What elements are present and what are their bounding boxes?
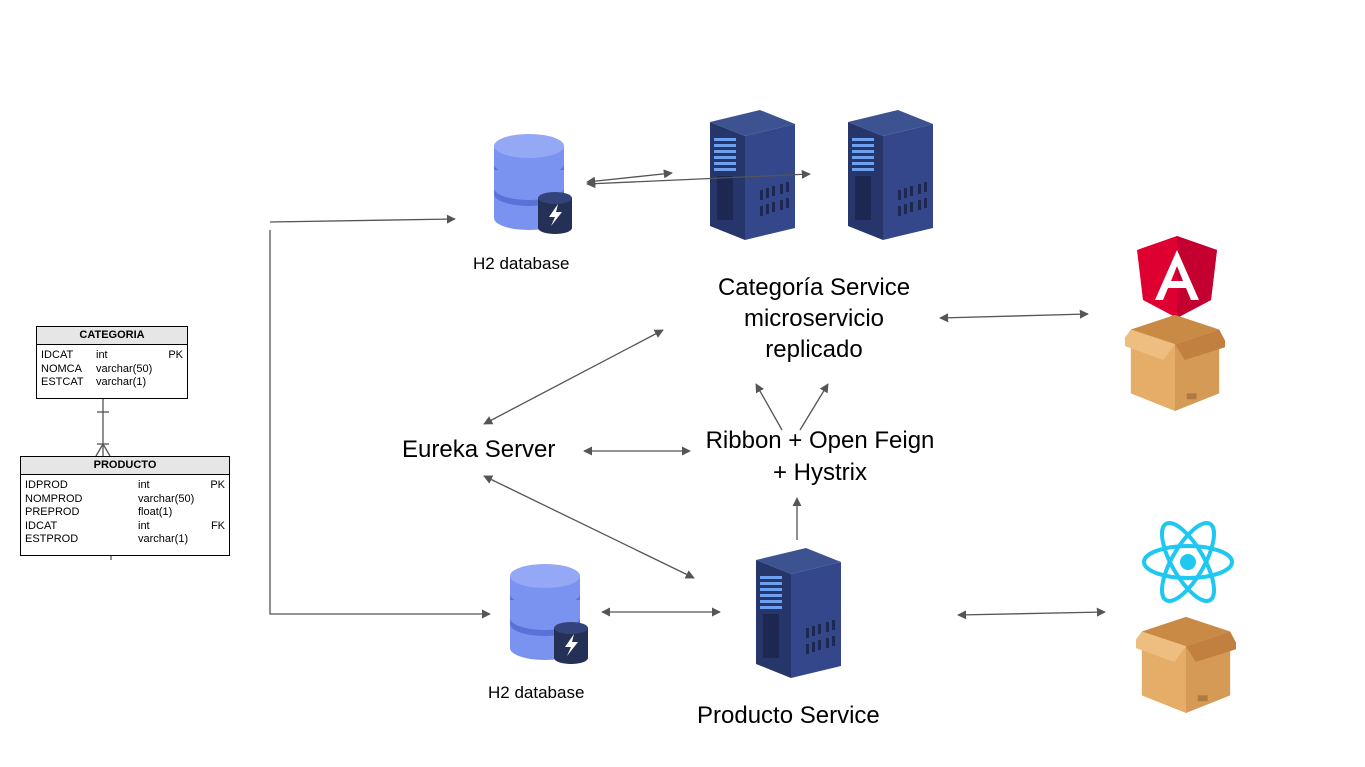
react-logo-icon (1142, 521, 1234, 603)
er-row: IDPROD int PK (25, 479, 225, 493)
er-column-key (163, 363, 183, 377)
er-relation-crowfoot (95, 443, 111, 457)
er-column-key (205, 493, 225, 507)
arrow-db-top-server2 (586, 169, 811, 189)
er-column-key: PK (210, 479, 225, 491)
arrow-eureka-categoria (483, 329, 664, 425)
arrow-producto-react (957, 607, 1106, 620)
er-column-key (205, 533, 225, 547)
er-column-key (205, 506, 225, 520)
er-table-body: IDCAT int PK NOMCA varchar(50) ESTCAT varchar(… (37, 345, 187, 392)
er-row: ESTPROD varchar(1) (25, 533, 225, 547)
producto-service-label: Producto Service (697, 702, 880, 729)
er-column-type: varchar(1) (138, 533, 189, 546)
arrow-er-to-db-bottom (269, 230, 491, 619)
eureka-server-label: Eureka Server (402, 436, 556, 463)
er-column-name: PREPROD (25, 506, 80, 519)
er-row: NOMCA varchar(50) (41, 363, 183, 377)
arrow-ribbon-categoria-left (755, 383, 783, 431)
er-column-name: NOMPROD (25, 492, 83, 505)
ribbon-label-line-2: + Hystrix (772, 459, 867, 486)
er-column-name: IDPROD (25, 479, 68, 491)
er-column-type: float(1) (138, 506, 173, 519)
er-table-title: PRODUCTO (21, 457, 229, 475)
box-react-icon (1136, 616, 1236, 714)
er-column-type: varchar(50) (96, 362, 153, 375)
er-row: ESTCAT varchar(1) (41, 376, 183, 390)
arrow-eureka-producto (483, 475, 695, 579)
producto-server-icon (756, 548, 841, 678)
er-table-body: IDPROD int PK NOMPROD varchar(50) PREPROD floa… (21, 475, 229, 549)
er-column-type: varchar(1) (96, 376, 147, 389)
er-column-key: FK (210, 519, 225, 532)
er-table-title: CATEGORIA (37, 327, 187, 345)
categoria-service-subtitle-1: microservicio (743, 305, 884, 332)
er-row: IDCAT int FK (25, 520, 225, 534)
arrow-ribbon-categoria-right (799, 383, 829, 431)
categoria-service-label: Categoría Service microservicio replicad… (694, 272, 934, 365)
er-row: IDCAT int PK (41, 349, 183, 363)
h2-database-top-icon (494, 134, 572, 234)
arrow-er-to-db-top (269, 214, 456, 224)
ribbon-feign-hystrix-label: Ribbon + Open Feign + Hystrix (686, 425, 954, 489)
er-column-type: int (138, 479, 150, 491)
er-column-name: ESTPROD (25, 533, 79, 546)
box-angular-icon (1125, 314, 1225, 412)
er-column-type: int (96, 349, 108, 361)
er-row: PREPROD float(1) (25, 506, 225, 520)
er-column-name: IDCAT (25, 519, 58, 532)
er-column-key: PK (168, 349, 183, 361)
db-bottom-label: H2 database (488, 683, 585, 702)
er-column-name: IDCAT (41, 349, 74, 361)
er-column-name: ESTCAT (41, 376, 84, 389)
ribbon-label-line-1: Ribbon + Open Feign (705, 427, 935, 454)
h2-database-bottom-icon (510, 564, 588, 664)
categoria-server-2-icon (848, 110, 933, 240)
er-column-key (163, 376, 183, 390)
categoria-service-subtitle-2: replicado (765, 336, 863, 363)
er-column-type: varchar(50) (138, 492, 195, 505)
er-column-type: int (138, 519, 150, 532)
db-top-label: H2 database (473, 254, 570, 273)
er-column-name: NOMCA (41, 362, 82, 375)
er-row: NOMPROD varchar(50) (25, 493, 225, 507)
categoria-service-title: Categoría Service (717, 274, 911, 301)
arrow-categoria-angular (939, 309, 1089, 323)
angular-logo-icon (1137, 236, 1217, 318)
